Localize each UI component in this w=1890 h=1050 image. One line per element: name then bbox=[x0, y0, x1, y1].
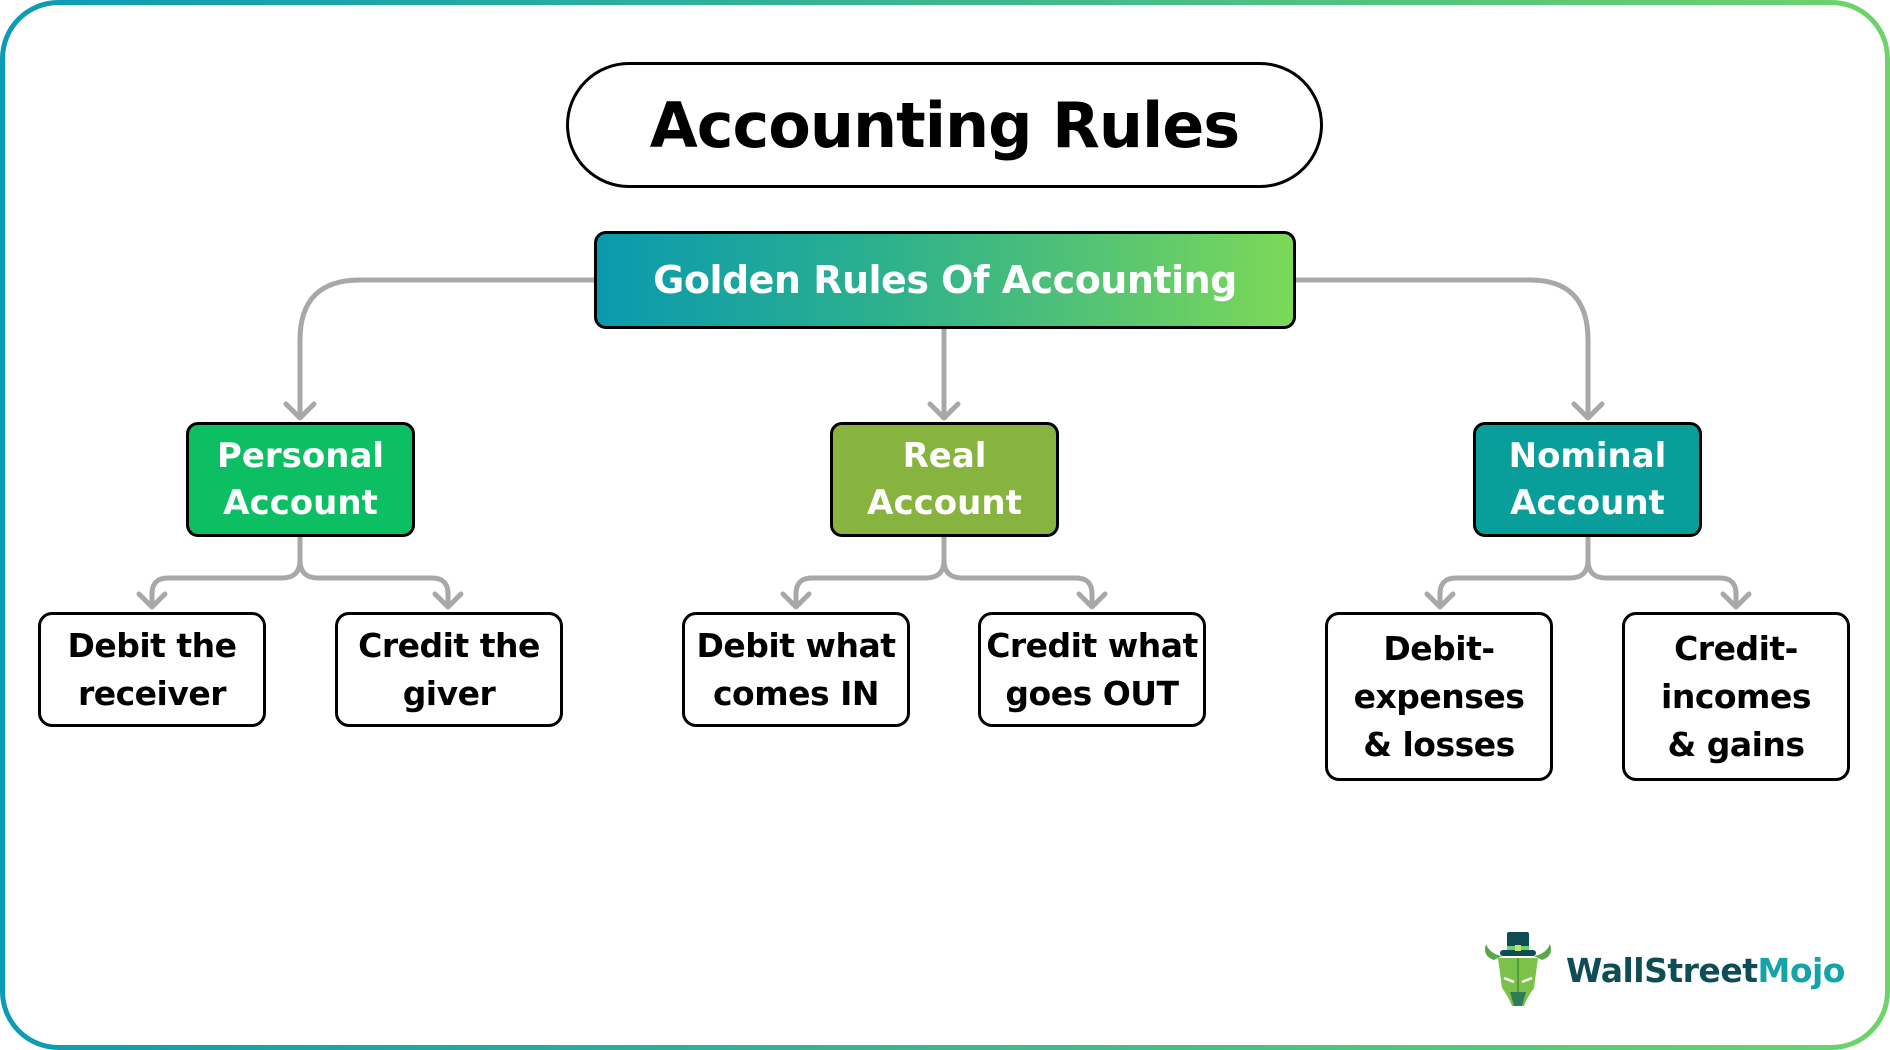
rule-label: Credit the giver bbox=[358, 625, 540, 713]
personal-account-label: Personal Account bbox=[216, 435, 385, 523]
bull-with-top-hat-icon bbox=[1485, 932, 1551, 1006]
nominal-account-node: Nominal Account bbox=[1473, 422, 1702, 537]
page-title: Accounting Rules bbox=[649, 88, 1240, 162]
rule-debit-expenses-losses: Debit- expenses & losses bbox=[1325, 612, 1553, 781]
rule-label: Debit the receiver bbox=[67, 625, 237, 713]
brand-name: WallStreetMojo bbox=[1566, 951, 1845, 990]
rule-debit-receiver: Debit the receiver bbox=[38, 612, 266, 727]
rule-credit-goes-out: Credit what goes OUT bbox=[978, 612, 1206, 727]
rule-credit-incomes-gains: Credit- incomes & gains bbox=[1622, 612, 1850, 781]
brand-part2: Mojo bbox=[1757, 950, 1845, 990]
nominal-account-label: Nominal Account bbox=[1508, 435, 1667, 523]
rule-label: Debit- expenses & losses bbox=[1353, 628, 1525, 764]
real-account-label: Real Account bbox=[867, 435, 1022, 523]
rule-credit-giver: Credit the giver bbox=[335, 612, 563, 727]
wallstreetmojo-logo: WallStreetMojo bbox=[1480, 930, 1845, 1010]
real-account-node: Real Account bbox=[830, 422, 1059, 537]
rule-label: Credit- incomes & gains bbox=[1661, 628, 1811, 764]
title-pill: Accounting Rules bbox=[566, 62, 1323, 188]
rule-label: Debit what comes IN bbox=[696, 625, 897, 713]
rule-debit-comes-in: Debit what comes IN bbox=[682, 612, 910, 727]
golden-rules-label: Golden Rules Of Accounting bbox=[653, 258, 1237, 302]
rule-label: Credit what goes OUT bbox=[986, 625, 1198, 713]
golden-rules-node: Golden Rules Of Accounting bbox=[594, 231, 1296, 329]
personal-account-node: Personal Account bbox=[186, 422, 415, 537]
brand-part1: WallStreet bbox=[1566, 950, 1758, 990]
